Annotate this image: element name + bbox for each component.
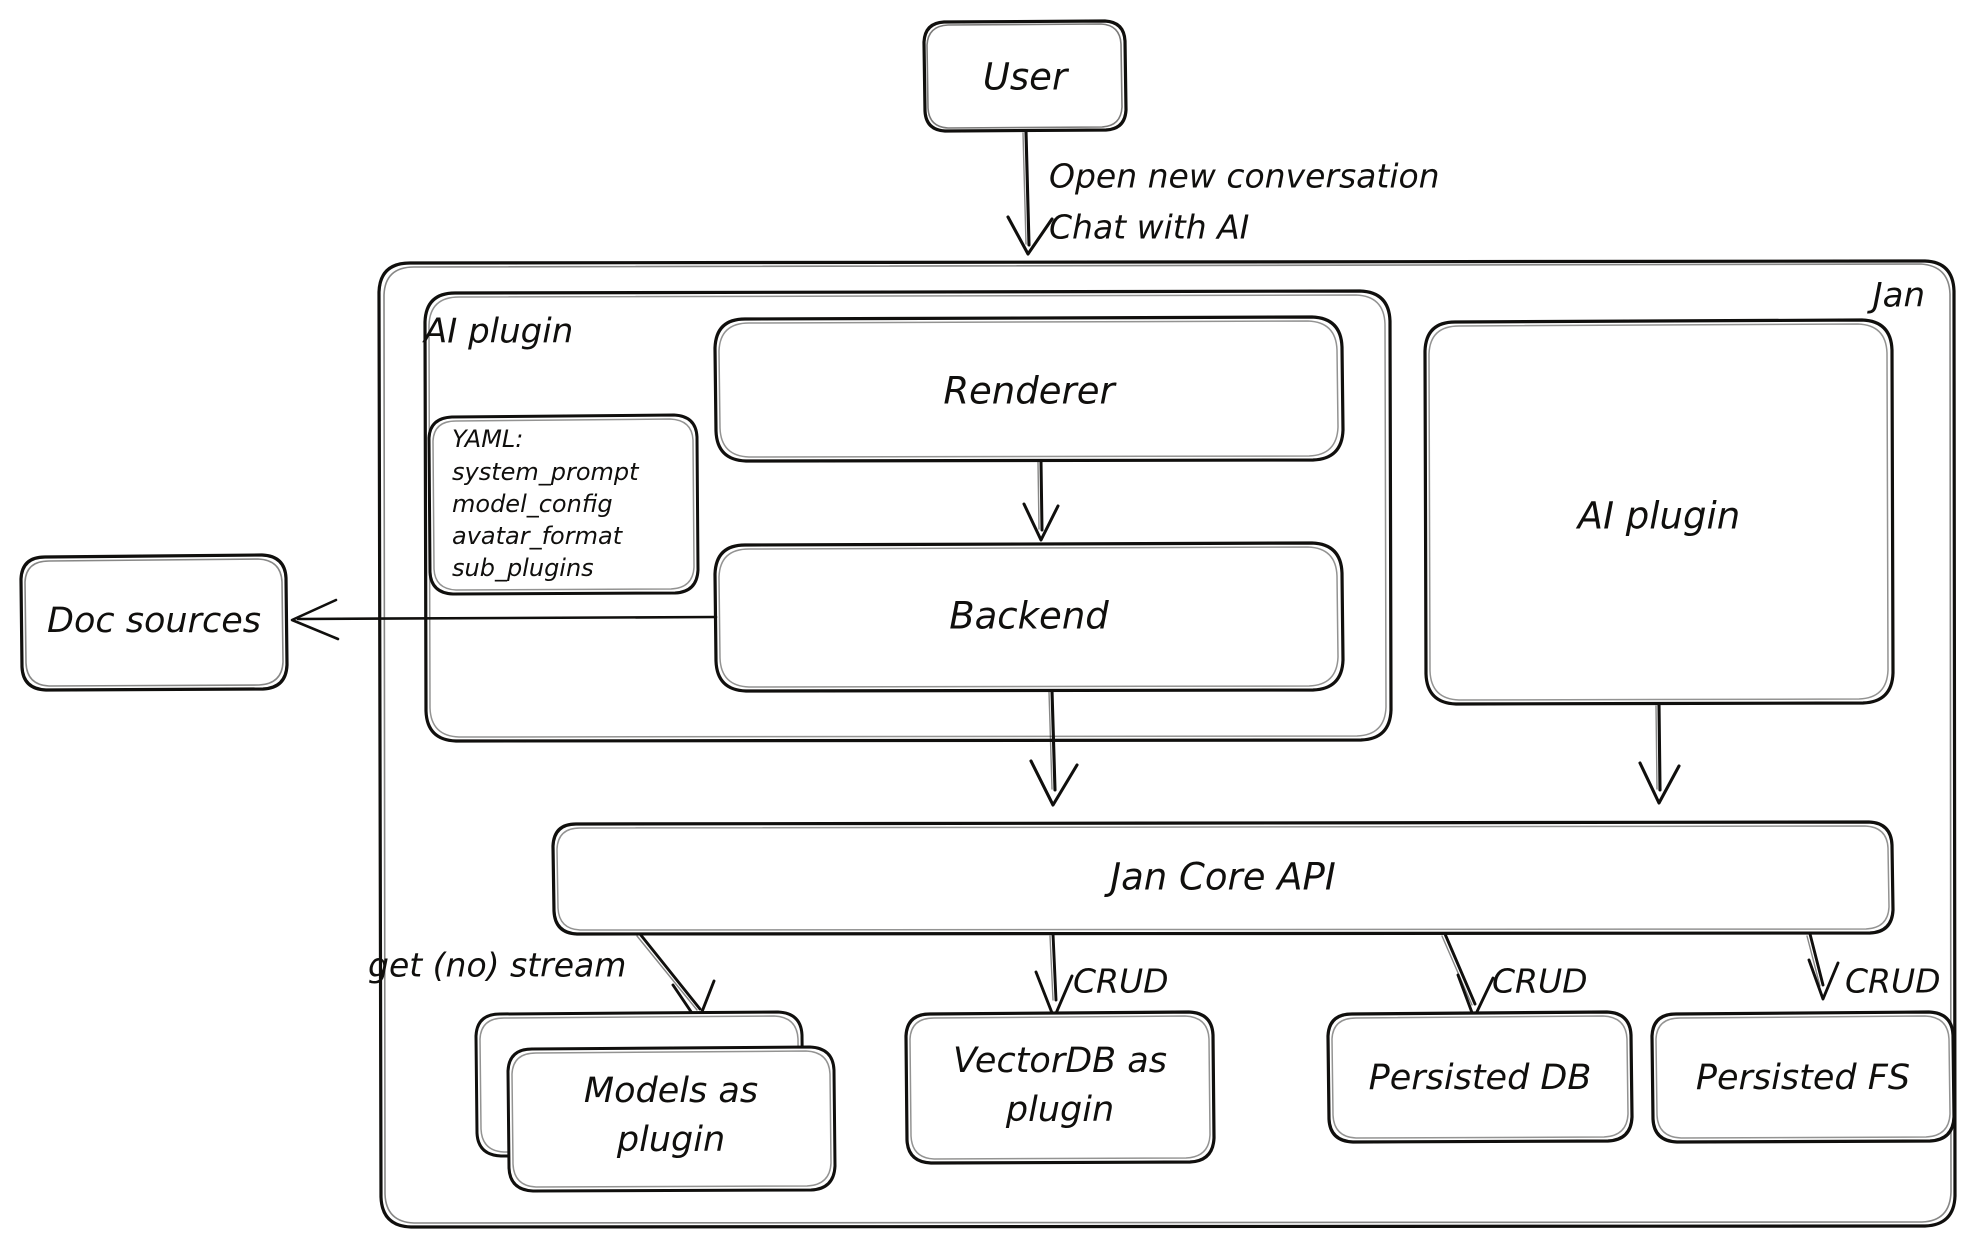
- node-models-as-plugin-label-line1: Models as: [584, 1071, 758, 1111]
- node-backend[interactable]: Backend: [713, 541, 1345, 693]
- node-persisted-fs-label: Persisted FS: [1696, 1058, 1910, 1098]
- container-jan: [377, 259, 1957, 1229]
- edge-label-crud-vectordb: CRUD: [1073, 962, 1169, 1001]
- container-ai-plugin-group: [423, 289, 1393, 743]
- edge-backend-to-doc-sources: [290, 598, 718, 641]
- node-models-as-plugin-label-line2: plugin: [616, 1120, 725, 1160]
- edge-backend-to-core: [1029, 689, 1079, 807]
- edge-user-to-renderer: [1006, 130, 1054, 256]
- node-user-label: User: [983, 56, 1070, 99]
- container-jan-label: Jan: [1867, 276, 1925, 316]
- node-persisted-db-label: Persisted DB: [1369, 1058, 1592, 1098]
- node-user[interactable]: User: [922, 19, 1128, 133]
- edge-core-to-persisted-db: [1441, 932, 1495, 1020]
- node-jan-core-api[interactable]: Jan Core API: [551, 820, 1895, 936]
- edge-label-crud-persisted-fs: CRUD: [1845, 962, 1941, 1001]
- node-vectordb-as-plugin-label-line2: plugin: [1005, 1090, 1114, 1130]
- node-vectordb-as-plugin-label-line1: VectorDB as: [953, 1041, 1167, 1081]
- node-jan-core-api-label: Jan Core API: [1103, 856, 1336, 899]
- node-doc-sources[interactable]: Doc sources: [19, 553, 289, 692]
- node-renderer[interactable]: Renderer: [713, 315, 1345, 463]
- card-yaml: YAML: system_prompt model_config avatar_…: [427, 413, 700, 596]
- edge-core-to-vectordb: [1034, 932, 1074, 1020]
- edge-label-get-no-stream: get (no) stream: [368, 946, 626, 985]
- node-backend-label: Backend: [949, 595, 1109, 638]
- yaml-key-1: model_config: [452, 490, 613, 518]
- edge-label-open-conversation-line2: Chat with AI: [1049, 208, 1249, 247]
- node-renderer-label: Renderer: [943, 370, 1117, 413]
- edge-renderer-to-backend: [1022, 459, 1060, 542]
- node-vectordb-as-plugin[interactable]: VectorDB as plugin: [904, 1010, 1216, 1165]
- node-persisted-fs[interactable]: Persisted FS: [1650, 1010, 1956, 1144]
- node-models-as-plugin[interactable]: Models as plugin: [474, 1010, 837, 1193]
- node-ai-plugin[interactable]: AI plugin: [1423, 318, 1895, 706]
- edge-core-to-persisted-fs: [1806, 932, 1840, 1001]
- node-ai-plugin-label: AI plugin: [1576, 495, 1740, 538]
- edge-label-open-conversation-line1: Open new conversation: [1049, 157, 1440, 196]
- yaml-key-3: sub_plugins: [452, 554, 594, 582]
- container-ai-plugin-group-label: AI plugin: [422, 312, 573, 352]
- yaml-header: YAML:: [452, 425, 523, 453]
- node-persisted-db[interactable]: Persisted DB: [1326, 1010, 1634, 1144]
- node-doc-sources-label: Doc sources: [47, 601, 261, 641]
- yaml-key-2: avatar_format: [452, 522, 624, 550]
- edge-ai-plugin-to-core: [1638, 703, 1681, 805]
- edge-label-crud-persisted-db: CRUD: [1492, 962, 1588, 1001]
- yaml-key-0: system_prompt: [452, 458, 640, 486]
- edge-core-to-models: [636, 932, 716, 1024]
